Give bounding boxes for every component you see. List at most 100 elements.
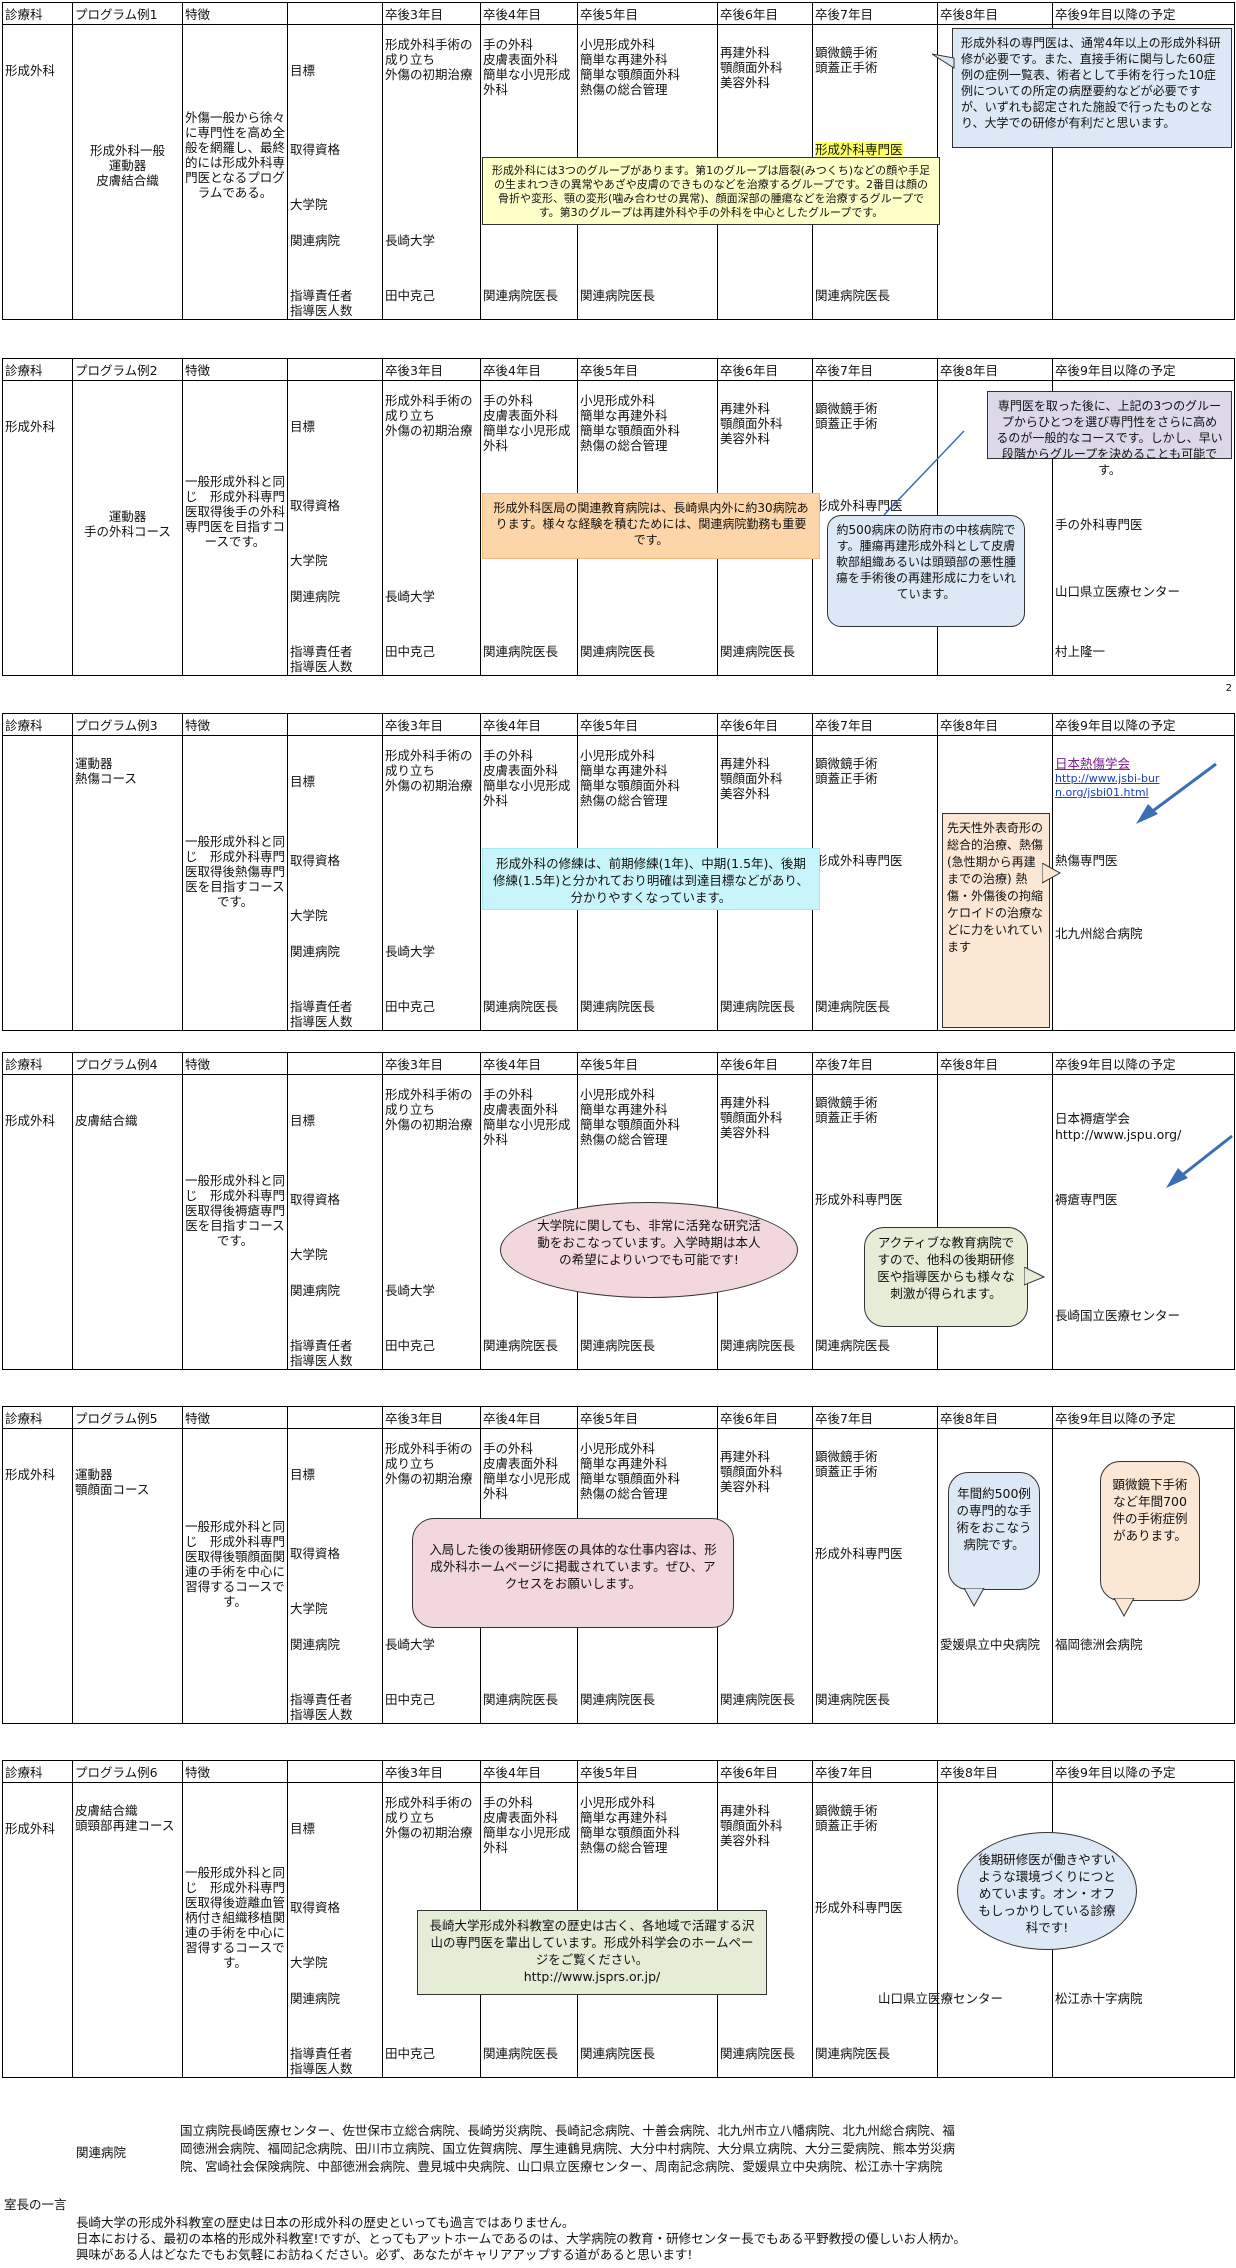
y3-target: 形成外科手術の成り立ち 外傷の初期治療 [385,1087,473,1132]
pressure-ulcer-url[interactable]: http://www.jspu.org/ [1055,1127,1182,1142]
y5-target: 小児形成外科 簡単な再建外科 簡単な顎顔面外科 熱傷の総合管理 [580,1441,681,1501]
callout-graduate-school: 大学院に関しても、非常に活発な研究活動をおこなっています。入学時期は本人の希望に… [500,1202,798,1298]
y7-license: 形成外科専門医 [815,498,903,513]
header-feature: 特徴 [182,1760,288,1783]
program-2: 診療科 プログラム例2 特徴 卒後3年目 卒後4年目 卒後5年目 卒後6年目 卒… [2,358,1235,694]
callout-kitakyushu-hospital: 先天性外表奇形の総合的治療、熱傷(急性期から再建までの治療) 熱傷・外傷後の拘縮… [942,813,1050,1028]
y8-hospital: 山口県立医療センター [878,1991,1004,2006]
callout-job-details: 入局した後の後期研修医の具体的な仕事内容は、形成外科ホームページに掲載されていま… [412,1518,734,1628]
after-license: 褥瘡専門医 [1055,1192,1118,1207]
program-name: 皮膚結合織 [75,1113,138,1128]
y5-target: 小児形成外科 簡単な再建外科 簡単な顎顔面外科 熱傷の総合管理 [580,748,681,808]
y5-target: 小児形成外科 簡単な再建外科 簡単な顎顔面外科 熱傷の総合管理 [580,1795,681,1855]
header-dept: 診療科 [2,2,73,25]
y7-target: 顕微鏡手術 頭蓋正手術 [815,756,878,786]
y7-chief: 関連病院医長 [815,1338,891,1353]
y5-target: 小児形成外科 簡単な再建外科 簡単な顎顔面外科 熱傷の総合管理 [580,1087,681,1147]
y7-chief: 関連病院医長 [815,1692,891,1707]
y4-target: 手の外科 皮膚表面外科 簡単な小児形成外科 [483,393,571,453]
y5-chief: 関連病院医長 [580,1338,656,1353]
header-blank [287,2,383,25]
feature-cell: 一般形成外科と同じ 形成外科専門医取得後熱傷専門医を目指すコースです。 [182,735,288,1031]
arrow-icon [1166,1134,1233,1188]
y3-supervisor: 田中克己 [385,1692,436,1707]
header-feature: 特徴 [182,358,288,381]
row-labels: 目標 取得資格 大学院 関連病院 指導責任者 指導医人数 [287,1428,383,1724]
header-feature: 特徴 [182,2,288,25]
y3-hospital: 長崎大学 [385,944,436,959]
program-4: 診療科 プログラム例4 特徴 卒後3年目 卒後4年目 卒後5年目 卒後6年目 卒… [2,1052,1235,1370]
y4-target: 手の外科 皮膚表面外科 簡単な小児形成外科 [483,1087,571,1147]
y7-target: 顕微鏡手術 頭蓋正手術 [815,45,878,75]
header-program: プログラム例2 [72,358,183,381]
program-name: 運動器 手の外科コース [84,509,171,539]
header-dept: 診療科 [2,1760,73,1783]
y4-chief: 関連病院医長 [483,288,559,303]
after-hospital: 山口県立医療センター [1055,584,1181,599]
y6-target: 再建外科 顎顔面外科 美容外科 [720,1449,783,1494]
header-feature: 特徴 [182,1406,288,1429]
burn-society-link[interactable]: 日本熱傷学会 [1055,756,1131,771]
program-name-cell: 運動器 手の外科コース [72,380,183,676]
feature-cell: 外傷一般から徐々に専門性を高め全般を網羅し、最終的には形成外科専門医となるプログ… [182,24,288,320]
chief-comment-label: 室長の一言 [4,2197,67,2212]
header-dept: 診療科 [2,1406,73,1429]
after-hospital: 福岡徳洲会病院 [1055,1637,1143,1652]
program-feature: 一般形成外科と同じ 形成外科専門医取得後熱傷専門医を目指すコースです。 [185,834,286,909]
dept-cell: 形成外科 [2,24,73,320]
y6-target: 再建外科 顎顔面外科 美容外科 [720,1803,783,1848]
y7-target: 顕微鏡手術 頭蓋正手術 [815,1095,878,1125]
row-labels: 目標 取得資格 大学院 関連病院 指導責任者 指導医人数 [287,735,383,1031]
callout-pointer [883,430,965,516]
y7-chief: 関連病院医長 [815,2046,891,2061]
callout-nagasaki-hospital: アクティブな教育病院ですので、他科の後期研修医や指導医からも様々な刺激が得られま… [864,1227,1028,1327]
program-1: 診療科 プログラム例1 特徴 卒後3年目 卒後4年目 卒後5年目 卒後6年目 卒… [2,2,1235,320]
program-name-cell: 運動器 熱傷コース [72,735,183,1031]
y6-target: 再建外科 顎顔面外科 美容外科 [720,401,783,446]
header-y3: 卒後3年目 [382,2,481,25]
y5-chief: 関連病院医長 [580,1692,656,1707]
program-feature: 外傷一般から徐々に専門性を高め全般を網羅し、最終的には形成外科専門医となるプログ… [185,110,286,200]
program-name: 形成外科一般 運動器 皮膚結合織 [89,143,165,188]
burn-society-url[interactable]: http://www.jsbi-burn.org/jsbi01.html [1055,772,1160,799]
header-program: プログラム例6 [72,1760,183,1783]
y6-chief: 関連病院医長 [720,644,796,659]
y4-chief: 関連病院医長 [483,644,559,659]
callout-related-hospitals: 形成外科医局の関連教育病院は、長崎県内外に約30病院あります。様々な経験を積むた… [482,493,820,559]
callout-specialist-requirements: 形成外科の専門医は、通常4年以上の形成外科研修が必要です。また、直接手術に関与し… [952,28,1232,148]
dept-cell: 形成外科 [2,1782,73,2078]
after-supervisor: 村上隆一 [1055,644,1106,659]
after-hospital: 松江赤十字病院 [1055,1991,1143,2006]
program-name: 運動器 顎顔面コース [75,1467,150,1497]
program-table: 診療科 プログラム例5 特徴 卒後3年目 卒後4年目 卒後5年目 卒後6年目 卒… [2,1406,1235,1724]
y7-license: 形成外科専門医 [815,1546,903,1561]
y6-chief: 関連病院医長 [720,1338,796,1353]
dept-cell: 形成外科 [2,1074,73,1370]
callout-environment: 後期研修医が働きやすいような環境づくりにつとめています。オン・オフもしっかりして… [957,1832,1137,1950]
y7-license: 形成外科専門医 [815,853,903,868]
chief-comment-line-3: 興味がある人はどなたでもお気軽にお訪ねください。必ず、あなたがキャリアアップする… [76,2247,693,2262]
header-y7: 卒後7年目 [812,2,938,25]
y5-chief: 関連病院医長 [580,288,656,303]
y3-target: 形成外科手術の成り立ち 外傷の初期治療 [385,37,473,82]
y3-target: 形成外科手術の成り立ち 外傷の初期治療 [385,1795,473,1840]
dept-cell: 形成外科 [2,1428,73,1724]
y7-target: 顕微鏡手術 頭蓋正手術 [815,1449,878,1479]
callout-ehime-hospital: 年間約500例の専門的な手術をおこなう病院です。 [948,1472,1040,1590]
program-name: 皮膚結合織 頭頸部再建コース [75,1803,175,1833]
y3-target: 形成外科手術の成り立ち 外傷の初期治療 [385,393,473,438]
y3-target: 形成外科手術の成り立ち 外傷の初期治療 [385,748,473,793]
callout-choose-group: 専門医を取った後に、上記の3つのグループからひとつを選び専門性をさらに高めるのが… [987,391,1232,477]
y4-target: 手の外科 皮膚表面外科 簡単な小児形成外科 [483,748,571,808]
dept-cell [2,735,73,1031]
after-hospital: 北九州総合病院 [1055,926,1143,941]
callout-groups: 形成外科には3つのグループがあります。第1のグループは唇裂(みつくち)などの顔や… [482,157,940,225]
y3-target: 形成外科手術の成り立ち 外傷の初期治療 [385,1441,473,1486]
y6-chief: 関連病院医長 [720,999,796,1014]
pressure-ulcer-society: 日本褥瘡学会 [1055,1111,1131,1126]
feature-cell: 一般形成外科と同じ 形成外科専門医取得後顎顔面関連の手術を中心に習得するコースで… [182,1428,288,1724]
y4-chief: 関連病院医長 [483,999,559,1014]
program-feature: 一般形成外科と同じ 形成外科専門医取得後褥瘡専門医を目指すコースです。 [185,1173,286,1248]
program-name-cell: 皮膚結合織 頭頸部再建コース [72,1782,183,2078]
y7-license: 形成外科専門医 [815,1900,903,1915]
